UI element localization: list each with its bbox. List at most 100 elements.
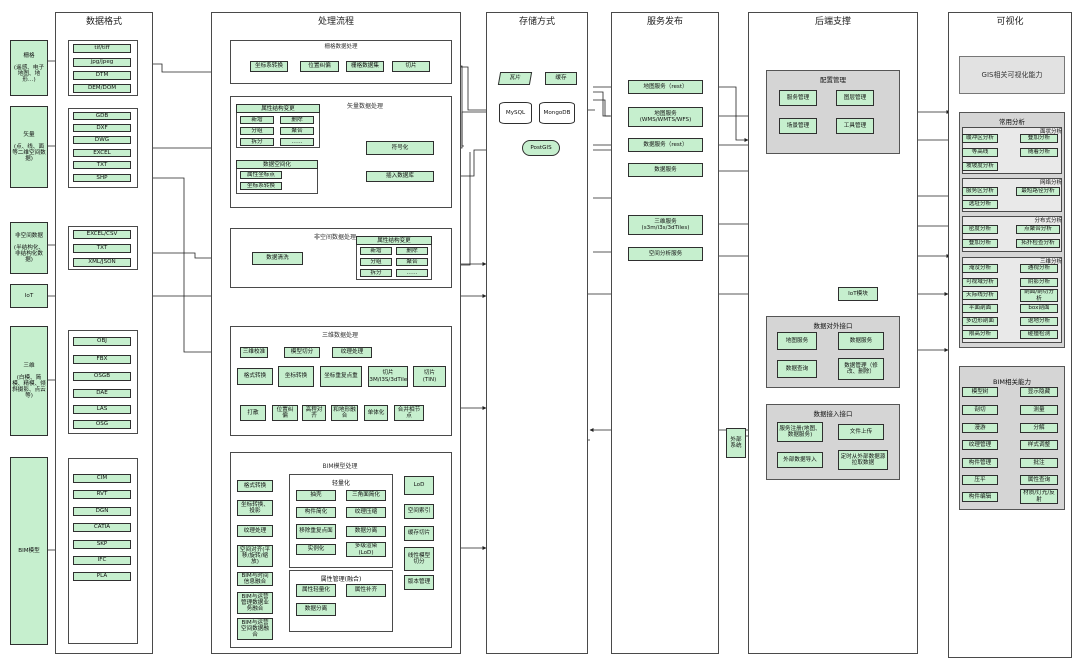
height-limit-analysis: 限高分析 [962, 330, 998, 339]
bim-coord-projection: 坐标转换、投影 [237, 500, 273, 516]
data-in-title: 数据接入接口 [813, 410, 853, 418]
source-raster: 栅格 (遥感、电子地图、地形…) [10, 40, 48, 96]
vector-processing-title: 矢量数据处理 [346, 103, 383, 110]
3d-coord-convert: 坐标转换 [278, 366, 314, 387]
3d-dedupe: 坐标重复点重 [320, 366, 362, 387]
viewshed-analysis: 可视域分析 [962, 278, 998, 287]
bim-capability-title: BIM相关能力 [993, 378, 1031, 386]
in-file-upload: 文件上传 [838, 424, 884, 440]
storage-mysql: MySQL [499, 102, 532, 124]
service-data: 数据服务 [628, 163, 703, 177]
bim-attr-title: 属性管理(融合) [320, 576, 362, 583]
column-title-storage: 存储方式 [518, 17, 555, 27]
setback-analysis: 退地分析 [1020, 317, 1058, 326]
site-selection-analysis: 选址分析 [962, 200, 998, 209]
format-group-3d [68, 330, 138, 434]
polygon-section: 多边形剖面 [962, 317, 998, 326]
flood-analysis: 淹没分析 [962, 264, 998, 273]
bim-attr-frame [289, 570, 393, 632]
bim-spatial-index: 空间索引 [404, 504, 434, 519]
nonspatial-struct-title: 属性结构变更 [356, 236, 432, 245]
bim-format-convert: 格式转换 [237, 480, 273, 492]
bim-linear-split: 线性模型切分 [404, 547, 434, 571]
ns-group: 分组 [360, 258, 392, 266]
bim-show-hide: 显示隐藏 [1020, 387, 1058, 397]
overlay-analysis: 叠加分析 [1020, 134, 1058, 143]
column-title-backend: 后端支撑 [814, 17, 851, 27]
ns-delete: 删除 [396, 247, 428, 255]
service-3d: 三维服务 (s3m/i3s/3dTiles) [628, 215, 703, 235]
format-dwg: DWG [73, 136, 131, 144]
plane-section: 平面剖面 [962, 304, 998, 313]
vector-more: …… [280, 138, 314, 146]
config-title: 配置管理 [820, 76, 846, 84]
out-data-query: 数据查询 [777, 360, 817, 378]
3d-model-split: 模型切分 [284, 347, 320, 358]
source-3d: 三维 (白模、简模、精模、倾斜摄影、点云等) [10, 326, 48, 436]
data-out-title: 数据对外接口 [813, 322, 853, 330]
format-txt-2: TXT [73, 244, 131, 253]
shortest-path-analysis: 最短路径分析 [1016, 187, 1060, 196]
ns-more: …… [396, 269, 428, 277]
grade-analysis: 坡坡度分析 [962, 162, 998, 171]
format-rvt: RVT [73, 490, 131, 499]
3d-format-convert: 格式转换 [237, 368, 273, 385]
bim-lod: LoD [404, 476, 434, 495]
bim-component-mgmt: 构件管理 [962, 458, 998, 468]
slope-analysis: 随着分析 [1020, 148, 1058, 157]
format-xml-json: XML/JSON [73, 258, 131, 267]
bim-instancing: 实例化 [296, 544, 336, 555]
column-title-visualization: 可视化 [996, 17, 1024, 27]
config-service-mgmt: 服务管理 [779, 90, 817, 106]
bim-component-simplify: 构件简化 [296, 507, 336, 518]
3d-position-correct: 位置纠偏 [272, 405, 298, 421]
vector-struct-title: 属性结构变更 [236, 104, 320, 113]
skyline-analysis: 天际线分析 [962, 291, 998, 300]
bim-cache-tile: 缓存切片 [404, 526, 434, 541]
3d-calibration: 三维校准 [240, 347, 268, 358]
vector-aggregate: 聚合 [280, 127, 314, 135]
service-spatial-analysis: 空间分析服务 [628, 247, 703, 261]
data-cleaning: 数据清洗 [252, 252, 303, 265]
vector-group: 分组 [240, 127, 274, 135]
in-external-import: 外部数据导入 [777, 452, 823, 468]
topology-check: 拓扑检查分析 [1016, 239, 1060, 248]
iot-module: IoT模块 [838, 287, 878, 301]
3d-analysis-title: 三维分析 [1039, 259, 1062, 265]
format-dem-dom: DEM/DOM [73, 84, 131, 93]
vector-coord-transform: 坐标系转换 [240, 182, 282, 190]
vector-attr-point: 属性坐标点 [240, 171, 282, 179]
overlay-analysis-2: 叠加分析 [962, 239, 998, 248]
vector-symbolize: 符号化 [366, 141, 434, 155]
bim-texture-compress: 纹理压缩 [346, 507, 386, 518]
format-osgb: OSGB [73, 372, 131, 381]
format-gdb: GDB [73, 112, 131, 120]
bim-flatten: 压平 [962, 475, 998, 485]
in-service-register: 服务注册(地图、数据服务) [777, 422, 823, 442]
shadow-analysis: 阴影分析 [1020, 278, 1058, 287]
3d-processing-title: 三维数据处理 [321, 332, 358, 339]
density-analysis: 密度分析 [962, 225, 998, 234]
format-excel-csv: EXCEL/CSV [73, 230, 131, 239]
out-data-service: 数据服务 [838, 332, 884, 350]
format-osg: OSG [73, 420, 131, 429]
raster-position-correct: 位置纠偏 [300, 61, 339, 72]
bim-ops-fusion: BIM与运营管理数据业务融合 [237, 592, 273, 614]
bim-attr-fill: 属性补齐 [346, 584, 386, 597]
vector-add: 新增 [240, 116, 274, 124]
3d-tile-s3m: 切片 (S3M/I3S/3dTiles) [368, 366, 408, 387]
bim-time-fusion: BIM与时间信息融合 [237, 572, 273, 586]
service-data-rest: 数据服务（rest） [628, 138, 703, 152]
bim-lod-render: 多级渲染(LoD) [346, 542, 386, 557]
format-excel: EXCEL [73, 149, 131, 157]
bim-annotate: 批注 [1020, 458, 1058, 468]
raster-coord-transform: 坐标系转换 [250, 61, 288, 72]
bim-component-edit: 构件编辑 [962, 492, 998, 502]
3d-terrain-merge: 和地形融合 [331, 405, 358, 421]
3d-explode: 打散 [240, 405, 266, 421]
format-tif: tif/tiff [73, 44, 131, 53]
out-data-manage: 数据管理（修改、删除） [838, 358, 884, 380]
ns-add: 新增 [360, 247, 392, 255]
bim-version: 版本管理 [404, 575, 434, 590]
column-title-service: 服务发布 [646, 17, 683, 27]
